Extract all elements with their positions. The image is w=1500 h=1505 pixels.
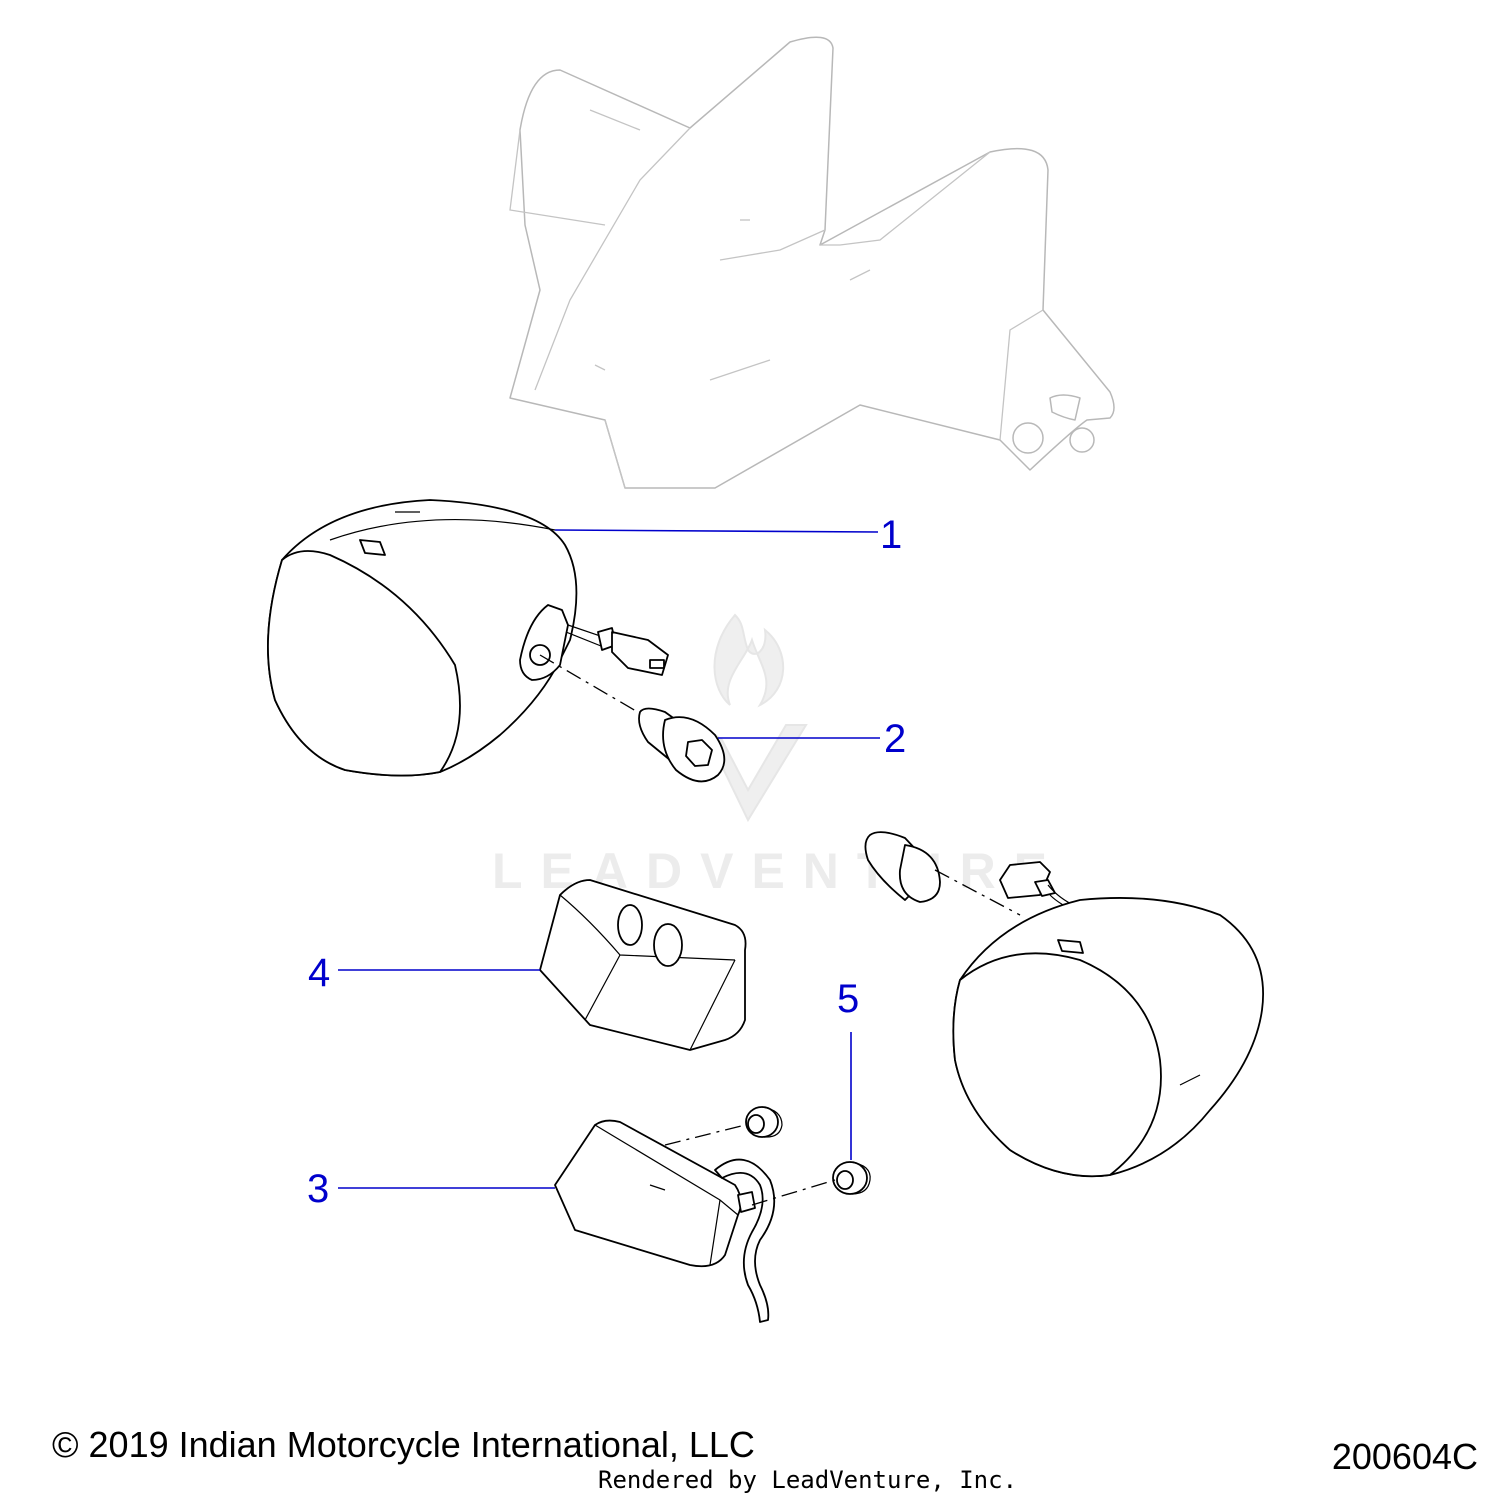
turn-signal-right [952,861,1264,1178]
grommet-lower [832,1161,871,1195]
rendered-by-credit: Rendered by LeadVenture, Inc. [598,1466,1018,1494]
centerline-3b [751,1179,836,1206]
socket-head-screw-right [864,831,941,903]
drawing-number: 200604C [1331,1436,1478,1477]
callout-2: 2 [884,717,906,761]
callout-4: 4 [308,951,330,995]
lamp-housing [539,879,747,1051]
callout-1: 1 [880,513,902,557]
socket-head-screw-left [638,707,726,783]
license-plate-lamp [554,1119,776,1323]
turn-signal-left [267,499,669,777]
callout-5: 5 [837,977,859,1021]
callout-3: 3 [307,1167,329,1211]
leader-1 [554,529,879,533]
copyright-notice: © 2019 Indian Motorcycle International, … [52,1424,755,1465]
leadventure-watermark: LEADVENTURE [492,613,1047,899]
grommet-upper [745,1106,783,1138]
fairing-bracket-ghost [509,36,1115,489]
centerline-3a [664,1124,746,1146]
